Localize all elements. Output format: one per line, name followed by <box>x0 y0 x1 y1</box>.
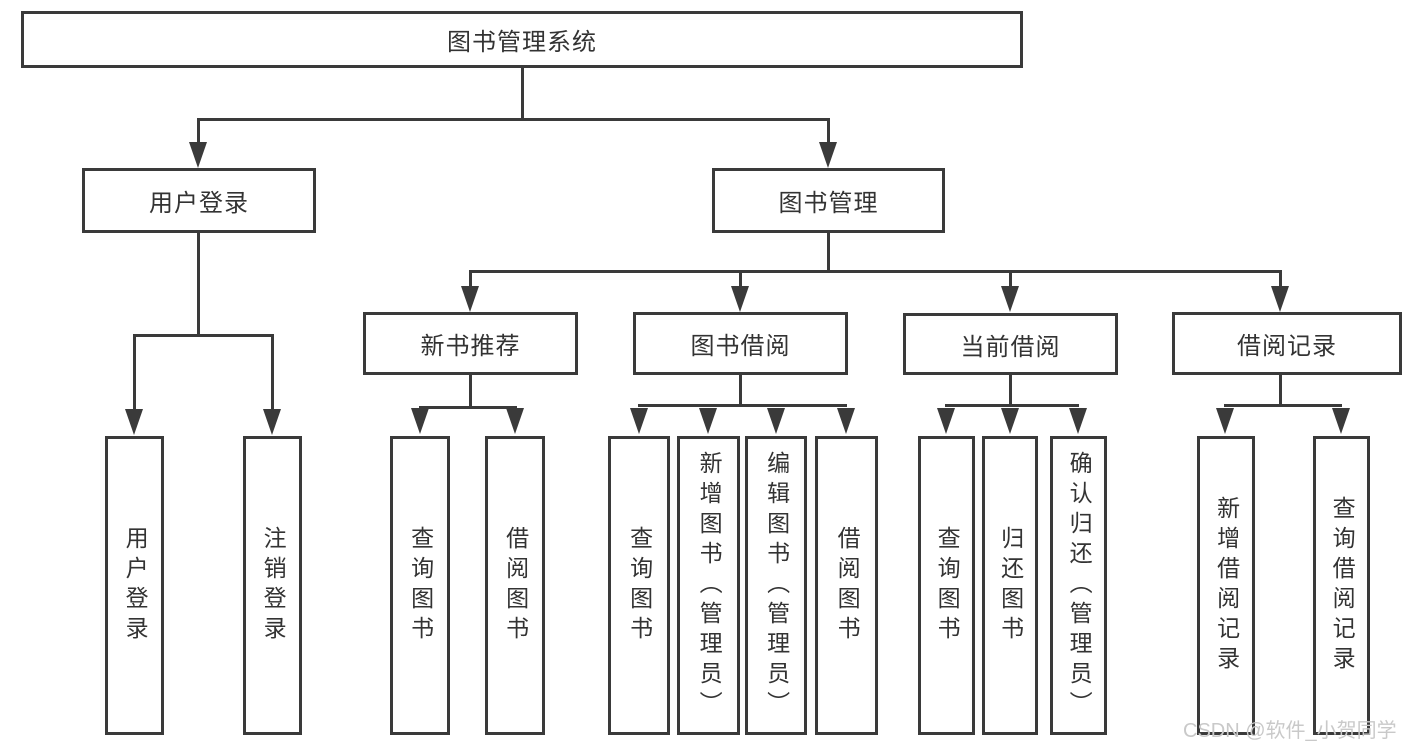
connector-arrowhead <box>699 408 717 434</box>
connector-line <box>827 231 830 272</box>
node-leaf-query-books-1: 查询图书 <box>390 436 450 735</box>
node-leaf-return-books: 归还图书 <box>982 436 1038 735</box>
node-leaf-confirm-return-admin: 确认归还（管理员） <box>1050 436 1107 735</box>
connector-arrowhead <box>263 409 281 435</box>
connector-line <box>945 404 1079 407</box>
connector-line <box>419 406 517 409</box>
connector-line <box>133 334 136 412</box>
node-leaf-user-login: 用户登录 <box>105 436 164 735</box>
connector-arrowhead <box>731 286 749 312</box>
connector-arrowhead <box>411 408 429 434</box>
connector-arrowhead <box>1001 408 1019 434</box>
connector-arrowhead <box>1216 408 1234 434</box>
node-book-management: 图书管理 <box>712 168 945 233</box>
node-leaf-add-borrow-record: 新增借阅记录 <box>1197 436 1255 735</box>
connector-line <box>271 334 274 412</box>
node-leaf-logout: 注销登录 <box>243 436 302 735</box>
connector-arrowhead <box>937 408 955 434</box>
connector-arrowhead <box>1332 408 1350 434</box>
connector-line <box>1224 404 1342 407</box>
connector-line <box>1279 373 1282 406</box>
connector-line <box>739 373 742 406</box>
connector-arrowhead <box>819 142 837 168</box>
connector-arrowhead <box>837 408 855 434</box>
connector-line <box>469 373 472 408</box>
node-root: 图书管理系统 <box>21 11 1023 68</box>
connector-line <box>1009 373 1012 406</box>
node-leaf-edit-books-admin: 编辑图书（管理员） <box>745 436 807 735</box>
connector-arrowhead <box>125 409 143 435</box>
connector-line <box>469 270 472 288</box>
node-borrowing-records: 借阅记录 <box>1172 312 1402 375</box>
connector-arrowhead <box>1001 286 1019 312</box>
connector-arrowhead <box>1069 408 1087 434</box>
node-new-books: 新书推荐 <box>363 312 578 375</box>
connector-arrowhead <box>461 286 479 312</box>
node-leaf-borrow-books-2: 借阅图书 <box>815 436 878 735</box>
node-leaf-borrow-books-1: 借阅图书 <box>485 436 545 735</box>
connector-arrowhead <box>630 408 648 434</box>
connector-line <box>739 270 742 288</box>
node-leaf-query-books-2: 查询图书 <box>608 436 670 735</box>
node-user-login: 用户登录 <box>82 168 316 233</box>
connector-line <box>1009 270 1012 288</box>
connector-arrowhead <box>506 408 524 434</box>
connector-line <box>469 270 1281 273</box>
node-leaf-add-books-admin: 新增图书（管理员） <box>677 436 740 735</box>
node-leaf-query-borrow-record: 查询借阅记录 <box>1313 436 1370 735</box>
connector-line <box>197 118 200 146</box>
connector-line <box>827 118 830 146</box>
connector-line <box>638 404 847 407</box>
connector-line <box>1279 270 1282 288</box>
node-leaf-query-books-3: 查询图书 <box>918 436 975 735</box>
connector-line <box>197 118 829 121</box>
node-current-borrowing: 当前借阅 <box>903 313 1118 375</box>
csdn-watermark: CSDN @软件_小贺同学 <box>1183 720 1397 742</box>
node-book-borrowing: 图书借阅 <box>633 312 848 375</box>
connector-line <box>133 334 273 337</box>
connector-arrowhead <box>767 408 785 434</box>
connector-line <box>197 231 200 336</box>
connector-arrowhead <box>1271 286 1289 312</box>
connector-line <box>521 68 524 120</box>
connector-arrowhead <box>189 142 207 168</box>
